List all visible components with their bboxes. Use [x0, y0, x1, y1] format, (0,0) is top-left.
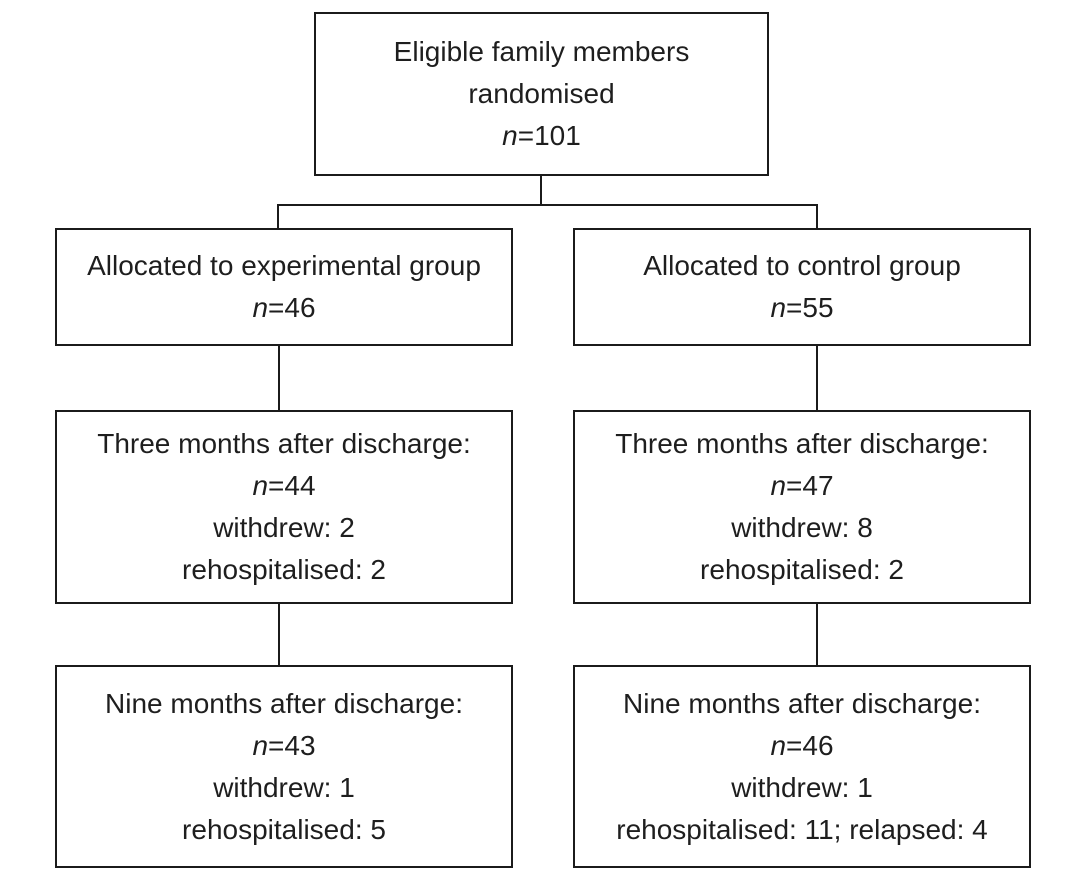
box-control-allocated: Allocated to control group n=55: [573, 228, 1031, 346]
box-line: n=46: [770, 729, 834, 761]
box-line: n=55: [770, 292, 834, 323]
box-experimental-three-months: Three months after discharge: n=44 withd…: [55, 410, 513, 604]
box-line: Eligible family members: [393, 36, 690, 67]
connector-branch-left-drop: [277, 204, 279, 228]
box-line: n=44: [252, 470, 316, 501]
connector-control-to-9mo: [816, 604, 818, 665]
box-line: Nine months after discharge:: [105, 687, 463, 719]
box-experimental-allocated: Allocated to experimental group n=46: [55, 228, 513, 346]
box-line: Three months after discharge:: [615, 428, 989, 459]
connector-control-to-3mo: [816, 346, 818, 410]
box-line: rehospitalised: 5: [182, 813, 386, 845]
box-control-three-months: Three months after discharge: n=47 withd…: [573, 410, 1031, 604]
box-line: withdrew: 2: [213, 512, 355, 543]
box-line: Nine months after discharge:: [623, 687, 981, 719]
box-line: randomised: [468, 78, 615, 109]
connector-top-stem: [540, 176, 542, 206]
box-line: rehospitalised: 11; relapsed: 4: [616, 813, 988, 845]
box-randomised: Eligible family members randomised n=101: [314, 12, 769, 176]
box-line: rehospitalised: 2: [182, 554, 386, 585]
box-control-nine-months: Nine months after discharge: n=46 withdr…: [573, 665, 1031, 868]
box-experimental-nine-months: Nine months after discharge: n=43 withdr…: [55, 665, 513, 868]
box-line: n=46: [252, 292, 316, 323]
connector-branch-horizontal: [277, 204, 818, 206]
connector-experimental-to-3mo: [278, 346, 280, 410]
box-line: n=47: [770, 470, 834, 501]
box-line: withdrew: 1: [731, 771, 873, 803]
box-line: Three months after discharge:: [97, 428, 471, 459]
box-line: Allocated to control group: [643, 250, 961, 281]
box-line: rehospitalised: 2: [700, 554, 904, 585]
box-line: withdrew: 1: [213, 771, 355, 803]
box-line: withdrew: 8: [731, 512, 873, 543]
connector-experimental-to-9mo: [278, 604, 280, 665]
box-line: n=43: [252, 729, 316, 761]
connector-branch-right-drop: [816, 204, 818, 228]
box-line: Allocated to experimental group: [87, 250, 481, 281]
box-line: n=101: [502, 120, 581, 151]
